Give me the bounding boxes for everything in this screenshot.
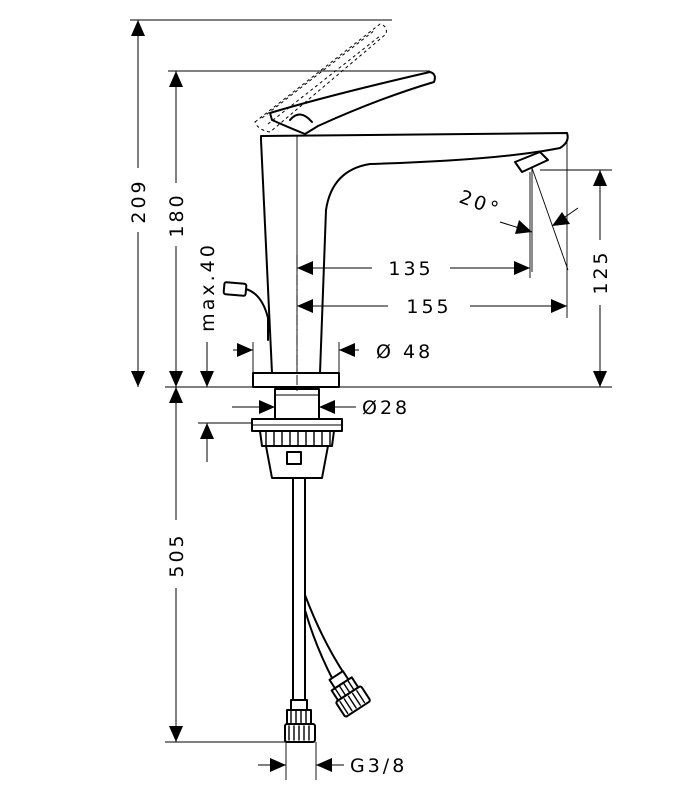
dimension-label-g38: G3/8 (350, 755, 407, 777)
lever-handle-open-position (254, 23, 387, 133)
spout-outlet (514, 151, 549, 173)
dimension-label-155: 155 (406, 296, 451, 318)
dimension-label-dia48: Ø 48 (376, 341, 433, 363)
dimension-135 (297, 172, 531, 278)
dimension-180 (168, 70, 430, 387)
threaded-shank (274, 388, 320, 420)
dimension-label-180: 180 (166, 192, 188, 237)
mounting-washer (251, 418, 343, 432)
dimension-label-209: 209 (128, 178, 150, 223)
dimension-label-20deg: 20° (456, 186, 504, 221)
base-flange (252, 372, 340, 388)
dimension-label-max40: max.40 (197, 242, 219, 332)
dimension-209 (130, 19, 392, 387)
hose-fitting-angled (328, 670, 371, 718)
dimension-label-135: 135 (388, 258, 433, 280)
dimension-max40 (198, 342, 252, 462)
dimension-g38 (258, 742, 344, 780)
lever-handle (269, 71, 436, 135)
dimension-505 (165, 387, 290, 743)
dimension-125 (540, 169, 612, 387)
supply-hoses (292, 477, 346, 701)
faucet-body (260, 132, 569, 374)
dimension-spray-angle (499, 167, 579, 272)
dimension-label-505: 505 (166, 532, 188, 577)
dimension-label-dia28: Ø28 (362, 397, 410, 419)
dimension-label-125: 125 (590, 249, 612, 294)
popup-rod (222, 281, 269, 341)
dimension-dia48 (233, 342, 359, 373)
hose-fitting-vertical (284, 699, 316, 743)
fixing-nut (259, 430, 335, 479)
dimension-dia28 (232, 400, 356, 414)
